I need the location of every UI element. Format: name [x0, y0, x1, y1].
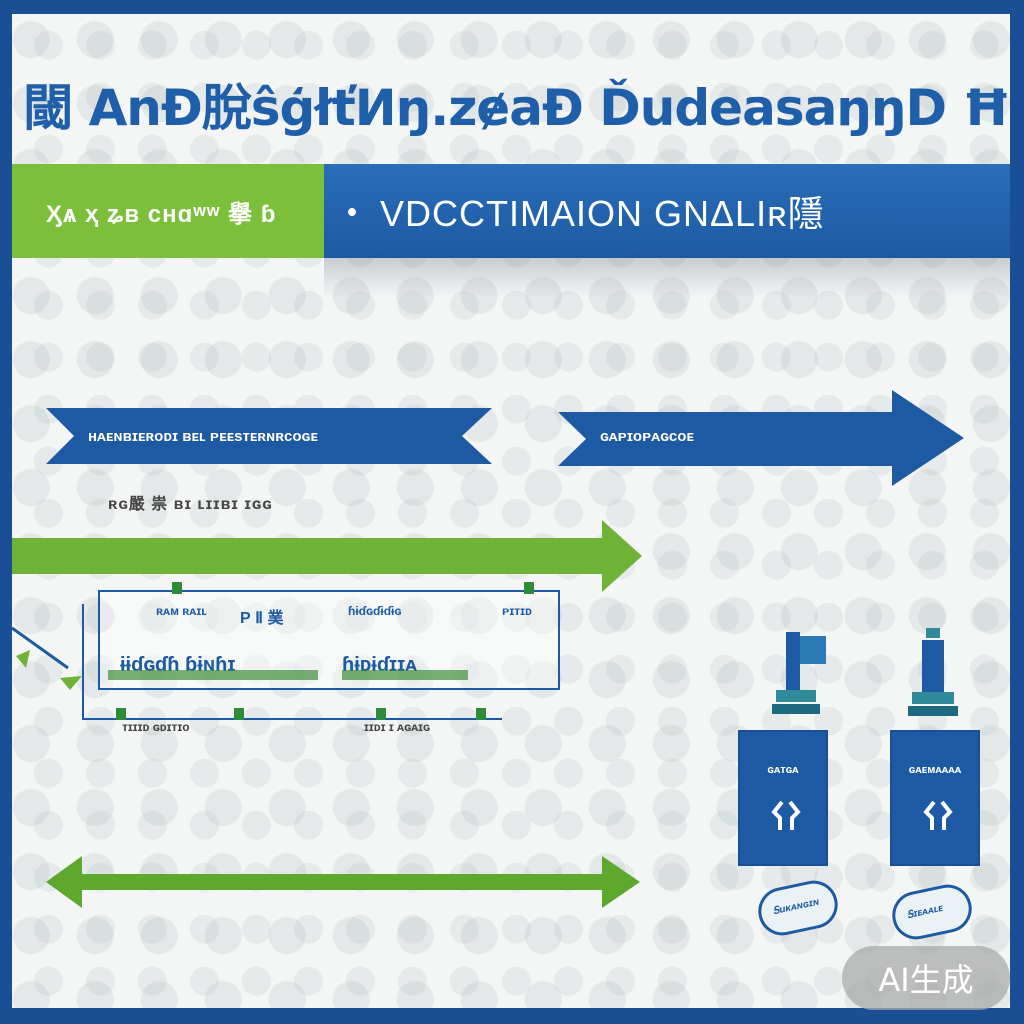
card-label: ɢᴀᴛɢᴀ: [767, 764, 799, 776]
diagram-outline: [82, 604, 502, 720]
diagram-label: Ρ Ⅱ 菐: [240, 610, 284, 627]
decor-line: [12, 626, 69, 670]
ai-generated-watermark: AI生成: [842, 946, 1010, 1010]
bracket-icon: [771, 800, 801, 830]
diagram-label: ʀᴀᴍ ʀᴀɪʟ: [156, 604, 207, 618]
pin-marker: [376, 708, 386, 720]
banner-blue-label: VDCCTIMAION GNΔLIʀ隱: [380, 193, 825, 234]
pin-marker: [172, 582, 182, 594]
page-title: lhýqẽ 閾 AnĐ脫ŝģłťͶŋ.zɇaĐ ĎudeasaŋŋD ĦŋʰbŁ…: [12, 79, 1010, 137]
pin-marker: [524, 582, 534, 594]
arrow-ribbon-left: [46, 408, 492, 464]
bracket-icon: [923, 800, 953, 830]
title-bar: lhýqẽ 閾 AnĐ脫ŝģłťͶŋ.zɇaĐ ĎudeasaŋŋD ĦŋʰbŁ…: [12, 54, 1010, 154]
diagram-bottom-label: ᴛɪɪɪᴅ ɢᴅɪᴛɪᴏ: [122, 720, 190, 734]
totem-right-icon: [908, 628, 958, 716]
badge-label: Ꭶuᴋᴀɴɢɪɴ: [772, 896, 821, 918]
pin-marker: [116, 708, 126, 720]
arrow-right-label: ɢᴀᴘɪᴏᴘᴀɢᴄᴏᴇ: [600, 428, 694, 445]
arrow-double-green: [46, 856, 640, 908]
bullet-dot: [348, 208, 356, 216]
diagram-label: ɦɨɗɢɗɨɗɨɢ: [348, 604, 402, 618]
banner-shadow: [324, 258, 1010, 298]
arrows-layer: [12, 390, 964, 908]
info-card: ɢᴀᴇᴍᴀᴀᴀᴀ: [890, 730, 980, 866]
info-card: ɢᴀᴛɢᴀ: [738, 730, 828, 866]
sub-caption: ʀɢ嚴 祟 ʙɪ ʟɪɪʙɪ ɪɢɢ: [108, 496, 273, 513]
banner-blue: VDCCTIMAION GNΔLIʀ隱: [324, 164, 1010, 258]
pin-marker: [234, 708, 244, 720]
card-label: ɢᴀᴇᴍᴀᴀᴀᴀ: [908, 764, 962, 776]
banner-green: Ӽѧ ҳ ʑʙ ϲʜɑʷʷ 擧 ɓ: [12, 164, 324, 258]
decor-leaf: [16, 650, 30, 668]
badge-label: Ꭶɪᴇᴀᴀʟᴇ: [906, 902, 945, 922]
pin-marker: [476, 708, 486, 720]
arrow-right-blue: [558, 390, 964, 486]
banner-green-label: Ӽѧ ҳ ʑʙ ϲʜɑʷʷ 擧 ɓ: [46, 200, 277, 228]
arrow-left-label: ʜᴀᴇɴʙɪᴇʀᴏᴅɪ ʙᴇʟ ᴘᴇᴇsᴛᴇʀɴʀᴄᴏɢᴇ: [88, 428, 318, 445]
diagram-grass: [342, 670, 468, 680]
decor-leaf: [60, 676, 82, 690]
arrow-right-green: [12, 520, 642, 592]
totem-left-icon: [772, 632, 826, 714]
watermark-label: AI生成: [878, 961, 974, 999]
diagram-label: ᴘɪᴛɪᴅ: [502, 604, 532, 618]
diagram-bottom-label: ɪɪᴅɪ ɪ ᴀɢᴀɪɢ: [364, 720, 431, 734]
poster-frame: lhýqẽ 閾 AnĐ脫ŝģłťͶŋ.zɇaĐ ĎudeasaŋŋD ĦŋʰbŁ…: [12, 14, 1010, 1008]
diagram-grass: [108, 670, 318, 680]
